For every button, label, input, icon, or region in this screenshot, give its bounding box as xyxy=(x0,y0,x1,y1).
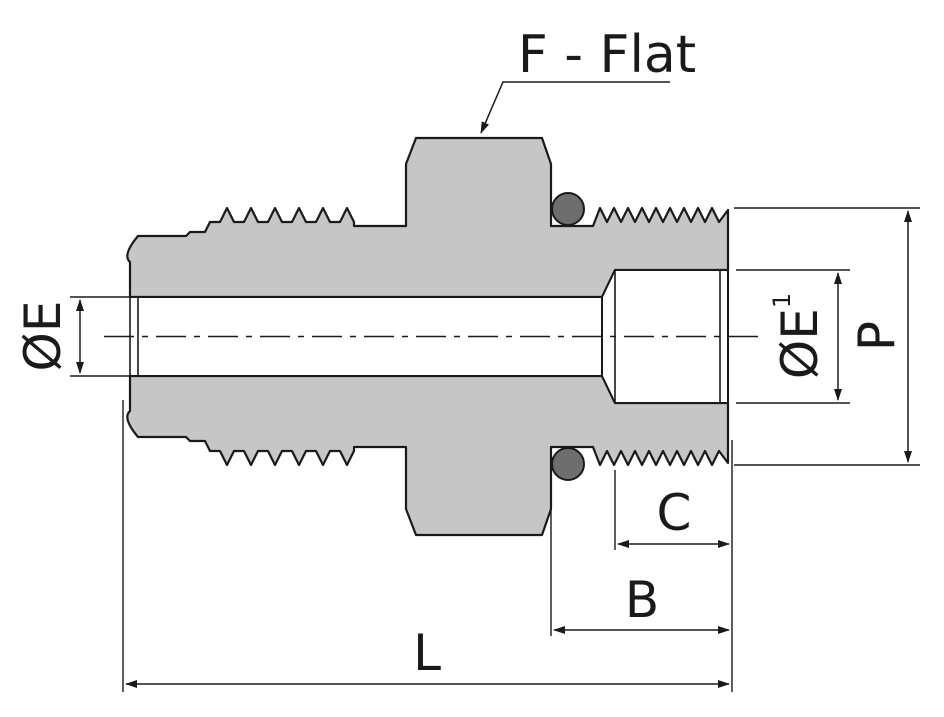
fitting-body xyxy=(126,136,730,537)
label-c: C xyxy=(657,484,692,542)
label-b: B xyxy=(625,571,659,629)
label-p: P xyxy=(848,321,906,351)
label-dia-e1-sub: 1 xyxy=(768,293,796,308)
label-dia-e1-main: ØE xyxy=(771,308,829,379)
extension-lines xyxy=(70,207,920,692)
oring-upper xyxy=(551,192,585,226)
body-upper-half xyxy=(126,136,730,299)
label-dia-e1: ØE1 xyxy=(768,293,829,379)
flat-leader xyxy=(480,81,670,134)
oring-lower xyxy=(551,447,585,481)
label-dia-e: ØE xyxy=(14,301,72,372)
dimension-lines xyxy=(76,81,912,688)
label-flat: F - Flat xyxy=(518,25,696,85)
label-l: L xyxy=(413,624,441,682)
